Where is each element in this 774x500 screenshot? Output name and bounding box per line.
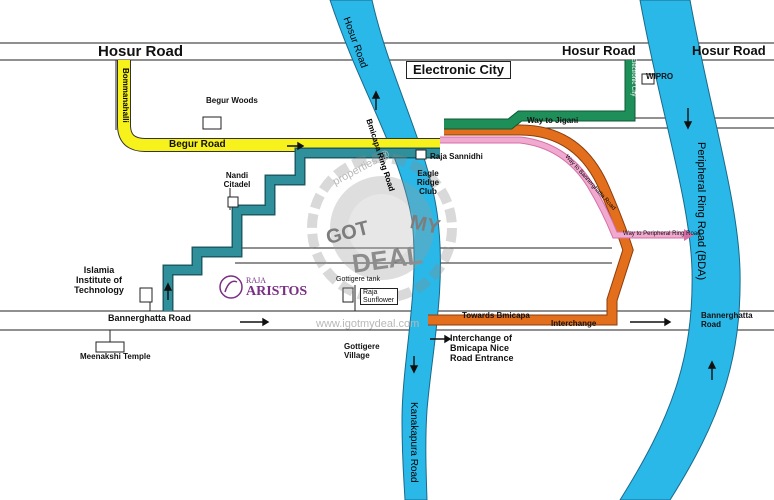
bmicapa-ring-road (329, 0, 441, 500)
arrow-hosur-ring-up (371, 90, 381, 110)
hosur-road-label-mid: Hosur Road (562, 43, 636, 58)
bannerghatta-road-outline (0, 310, 774, 331)
meenakshi-temple-label: Meenakshi Temple (80, 352, 151, 361)
bannerghatta-road-label-left: Bannerghatta Road (108, 313, 192, 323)
interchange-nice-label: Interchange of Bmicapa Nice Road Entranc… (450, 333, 514, 363)
nandi-citadel-label: Nandi Citadel (223, 171, 251, 189)
pink-road-fill (440, 137, 686, 238)
watermark-core (330, 176, 434, 280)
way-to-jigani-label: Way to Jigani (527, 116, 579, 125)
begur-woods-label: Begur Woods (206, 96, 258, 105)
arrow-begur-right (287, 141, 305, 151)
pink-arrow-icon (684, 229, 694, 241)
orange-route (428, 125, 633, 325)
green-route (444, 60, 635, 129)
gottigere-tank-label: Gottigere tank (336, 276, 380, 283)
arrow-teal-up (163, 282, 173, 300)
begur-woods-marker (202, 116, 222, 130)
way-to-peripheral-label: Way to Peripheral Ring Road (623, 231, 701, 237)
begur-road-yellow-fill (118, 60, 440, 151)
interchange-label: Interchange (551, 319, 597, 328)
peripheral-ring-road-label: Peripheral Ring Road (BDA) (695, 142, 707, 281)
raja-aristos-logo-icon (219, 275, 243, 299)
electronic-city-label: Electronic City (406, 61, 512, 80)
eagle-ridge-club-label: Eagle Ridge Club (416, 169, 440, 196)
hosur-road-label-left: Hosur Road (98, 43, 184, 60)
gottigere-tank-marker (342, 287, 354, 303)
arrow-peripheral-down (683, 108, 693, 130)
watermark-center (348, 194, 416, 262)
place-markers (95, 73, 655, 353)
islamia-institute-label: Islamia Institute of Technology (74, 265, 124, 295)
bannerghatta-road-label-right: Bannerghatta Road (701, 311, 753, 329)
nandi-citadel-marker (227, 196, 239, 208)
watermark-url: www.igotmydeal.com (316, 318, 420, 330)
brand-aristos: ARISTOS (246, 284, 308, 299)
arrow-peripheral-up (707, 360, 717, 380)
direction-arrows (163, 90, 717, 380)
peripheral-ring-road (619, 0, 741, 500)
arrow-bannerghatta-right (630, 317, 672, 327)
islamia-marker (139, 287, 153, 303)
arrow-kanakapura-down (409, 356, 419, 374)
hosur-road-label-right: Hosur Road (692, 43, 766, 58)
teal-route (164, 149, 440, 311)
towards-bmicapa-label: Towards Bmicapa (462, 311, 530, 320)
wipro-label: WIPRO (646, 72, 674, 81)
electronic-city-vertical-label: Electronic City (630, 58, 636, 97)
meenakshi-marker (95, 341, 125, 353)
begur-road-label: Begur Road (169, 139, 226, 150)
wipro-marker (641, 73, 655, 85)
raja-sannidhi-label: Raja Sannidhi (430, 152, 483, 161)
arrow-bannerghatta-left (240, 317, 270, 327)
raja-sunflower-label: Raja Sunflower (360, 288, 398, 306)
brand-raja: RAJA (246, 276, 267, 285)
bommanahalli-label: Bommanahalli (121, 68, 130, 123)
kanakapura-road-label: Kanakapura Road (408, 402, 419, 483)
arrow-interchange (430, 334, 452, 344)
gottigere-village-label: Gottigere Village (344, 342, 380, 360)
raja-sannidhi-marker (415, 149, 427, 160)
